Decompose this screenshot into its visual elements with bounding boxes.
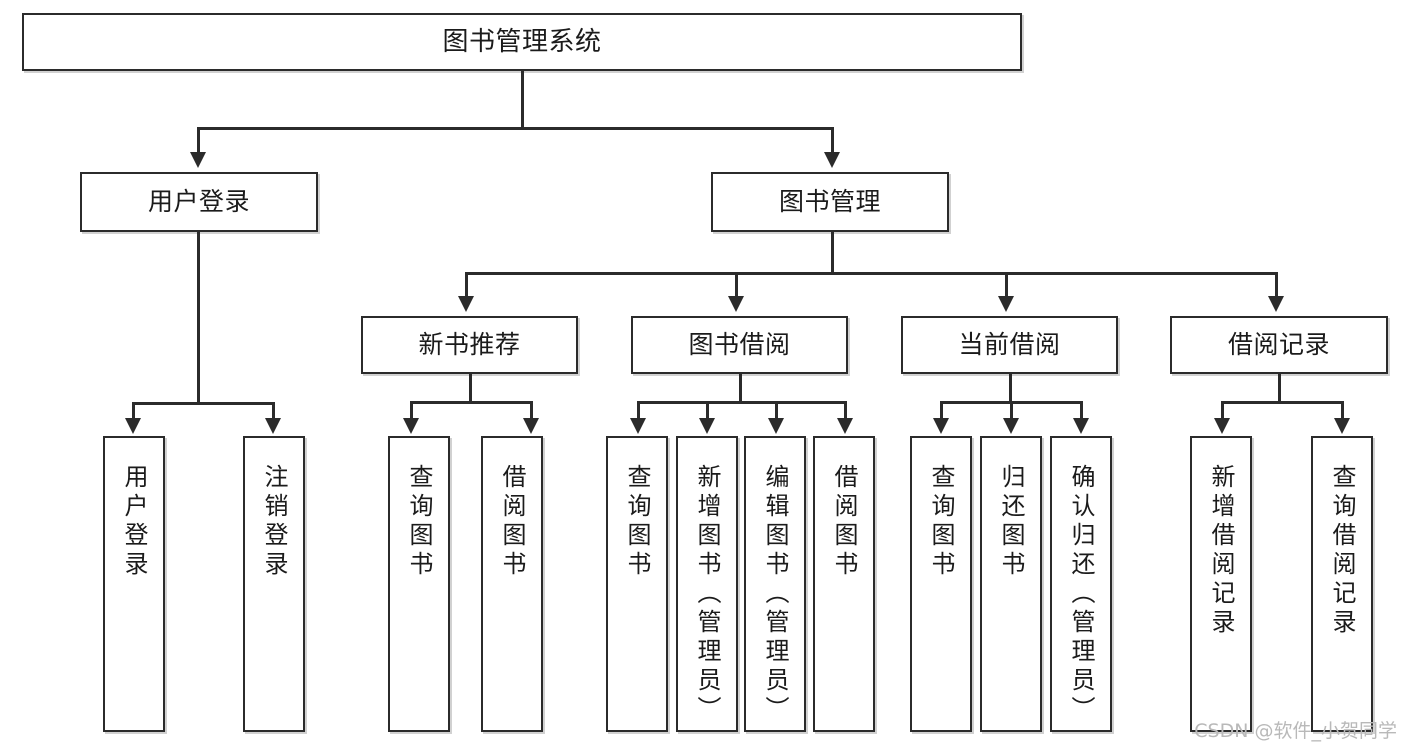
connector-nbr-leaf-1	[410, 401, 413, 420]
arrowhead-cb-leaf-3	[1073, 418, 1089, 434]
connector-bb-leaf-4	[844, 401, 847, 420]
arrowhead-leaf-user-login	[125, 418, 141, 434]
connector-bb-leaf-3	[775, 401, 778, 420]
node-book-management[interactable]: 图书管理	[711, 172, 949, 232]
node-label: 编辑图书（管理员）	[761, 464, 789, 725]
connector-cb-leaf-3	[1080, 401, 1083, 420]
node-label: 借阅图书	[830, 464, 858, 580]
arrowhead-bb-leaf-2	[699, 418, 715, 434]
connector-bb-leaf-1	[637, 401, 640, 420]
leaf-cb-return-book[interactable]: 归还图书	[980, 436, 1042, 732]
node-user-login[interactable]: 用户登录	[80, 172, 318, 232]
node-current-borrow[interactable]: 当前借阅	[901, 316, 1118, 374]
node-root-book-management-system[interactable]: 图书管理系统	[22, 13, 1022, 71]
leaf-br-query-record[interactable]: 查询借阅记录	[1311, 436, 1373, 732]
node-label: 新增借阅记录	[1207, 464, 1235, 638]
connector-new-book-recommend-bus	[410, 401, 530, 404]
connector-user-login-leaf-2	[272, 402, 275, 420]
arrowhead-bb-leaf-4	[837, 418, 853, 434]
arrowhead-nbr-leaf-1	[403, 418, 419, 434]
node-label: 借阅图书	[498, 464, 526, 580]
connector-book-borrow-bus	[637, 401, 844, 404]
node-label: 查询图书	[405, 464, 433, 580]
arrowhead-book-borrow	[728, 296, 744, 312]
connector-to-current-borrow	[1005, 272, 1008, 298]
connector-user-login-leaf-1	[132, 402, 135, 420]
connector-nbr-leaf-2	[530, 401, 533, 420]
watermark-text: CSDN @软件_小贺同学	[1194, 720, 1397, 742]
leaf-user-login[interactable]: 用户登录	[103, 436, 165, 732]
node-label: 注销登录	[260, 464, 288, 580]
connector-borrow-record-bus	[1221, 401, 1341, 404]
leaf-logout[interactable]: 注销登录	[243, 436, 305, 732]
connector-current-borrow-stem	[1009, 374, 1012, 402]
leaf-bb-add-book-admin[interactable]: 新增图书（管理员）	[676, 436, 738, 732]
connector-level3-bus	[465, 272, 1277, 275]
node-label: 当前借阅	[958, 330, 1061, 360]
node-book-borrow[interactable]: 图书借阅	[631, 316, 848, 374]
connector-new-book-recommend-stem	[469, 374, 472, 402]
node-label: 确认归还（管理员）	[1067, 464, 1095, 725]
arrowhead-nbr-leaf-2	[523, 418, 539, 434]
node-label: 图书管理	[778, 187, 881, 217]
connector-user-login-stem	[197, 232, 200, 403]
connector-cb-leaf-1	[940, 401, 943, 420]
arrowhead-new-book-recommend	[458, 296, 474, 312]
arrowhead-borrow-record	[1268, 296, 1284, 312]
connector-root-bus	[197, 127, 833, 130]
node-label: 查询借阅记录	[1328, 464, 1356, 638]
connector-br-leaf-1	[1221, 401, 1224, 420]
arrowhead-user-login	[190, 152, 206, 168]
node-label: 借阅记录	[1227, 330, 1330, 360]
node-label: 新增图书（管理员）	[693, 464, 721, 725]
arrowhead-br-leaf-1	[1214, 418, 1230, 434]
node-label: 图书管理系统	[442, 26, 602, 57]
node-label: 图书借阅	[688, 330, 791, 360]
arrowhead-current-borrow	[998, 296, 1014, 312]
node-label: 归还图书	[997, 464, 1025, 580]
connector-to-borrow-record	[1275, 272, 1278, 298]
arrowhead-leaf-logout	[265, 418, 281, 434]
node-label: 用户登录	[120, 464, 148, 580]
leaf-bb-borrow-book[interactable]: 借阅图书	[813, 436, 875, 732]
connector-root-to-book-management	[831, 127, 834, 154]
connector-book-borrow-stem	[739, 374, 742, 402]
connector-to-book-borrow	[735, 272, 738, 298]
connector-user-login-bus	[132, 402, 274, 405]
connector-borrow-record-stem	[1278, 374, 1281, 402]
node-borrow-record[interactable]: 借阅记录	[1170, 316, 1388, 374]
leaf-cb-confirm-return-admin[interactable]: 确认归还（管理员）	[1050, 436, 1112, 732]
connector-book-management-stem	[831, 232, 834, 274]
arrowhead-br-leaf-2	[1334, 418, 1350, 434]
leaf-cb-query-book[interactable]: 查询图书	[910, 436, 972, 732]
node-label: 用户登录	[147, 187, 250, 217]
arrowhead-cb-leaf-2	[1003, 418, 1019, 434]
node-label: 查询图书	[927, 464, 955, 580]
connector-bb-leaf-2	[706, 401, 709, 420]
arrowhead-cb-leaf-1	[933, 418, 949, 434]
connector-to-new-book-recommend	[465, 272, 468, 298]
leaf-bb-edit-book-admin[interactable]: 编辑图书（管理员）	[744, 436, 806, 732]
connector-br-leaf-2	[1341, 401, 1344, 420]
node-label: 新书推荐	[418, 330, 521, 360]
node-new-book-recommend[interactable]: 新书推荐	[361, 316, 578, 374]
connector-cb-leaf-2	[1010, 401, 1013, 420]
leaf-nbr-borrow-book[interactable]: 借阅图书	[481, 436, 543, 732]
leaf-nbr-query-book[interactable]: 查询图书	[388, 436, 450, 732]
node-label: 查询图书	[623, 464, 651, 580]
connector-root-stem	[521, 71, 524, 128]
leaf-bb-query-book[interactable]: 查询图书	[606, 436, 668, 732]
connector-root-to-user-login	[197, 127, 200, 154]
arrowhead-book-management	[824, 152, 840, 168]
leaf-br-add-record[interactable]: 新增借阅记录	[1190, 436, 1252, 732]
arrowhead-bb-leaf-1	[630, 418, 646, 434]
arrowhead-bb-leaf-3	[768, 418, 784, 434]
